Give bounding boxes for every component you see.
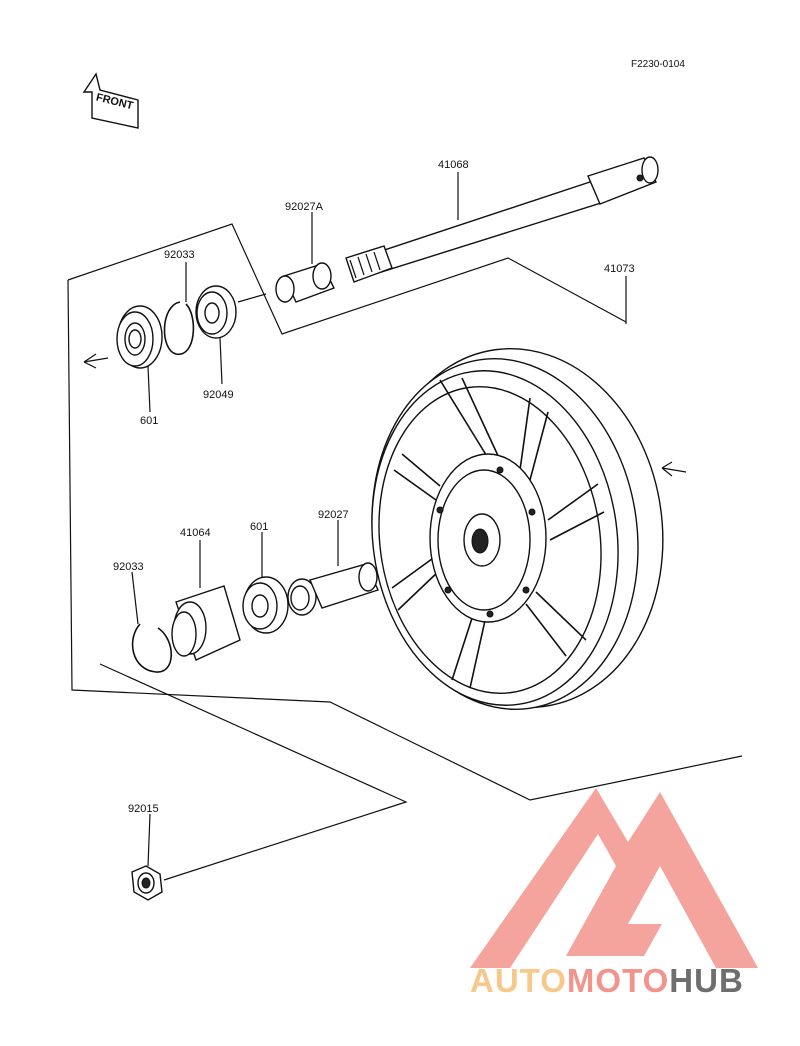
direction-arrow-icon	[661, 461, 687, 477]
watermark-wordmark: AUTOMOTOHUB	[470, 962, 792, 1002]
part-label: 601	[250, 521, 268, 533]
bearing-601-upper	[116, 305, 163, 369]
part-label: 92027A	[285, 201, 324, 213]
part-label: 41068	[438, 159, 469, 171]
snap-ring-92033-upper	[163, 301, 195, 355]
wheel-rim	[371, 347, 664, 710]
gear-housing-41064	[171, 585, 241, 661]
part-label: 92049	[203, 389, 234, 401]
diagram-code: F2230-0104	[631, 59, 685, 70]
axle-nut-92015	[131, 865, 163, 901]
part-label: 41073	[604, 263, 635, 275]
bearing-601-lower	[242, 576, 289, 634]
snap-ring-92033-lower	[131, 623, 172, 673]
wordmark-hub: HUB	[669, 962, 744, 999]
part-label: 92033	[113, 561, 144, 573]
direction-arrow-left-icon	[83, 353, 109, 369]
wordmark-moto: MOTO	[566, 962, 670, 999]
part-label: 92033	[164, 249, 195, 261]
oil-seal-lower	[287, 578, 317, 616]
group-outline-left	[67, 279, 743, 801]
wordmark-auto: AUTO	[470, 962, 567, 999]
oil-seal-92049	[195, 285, 237, 339]
group-outline	[67, 223, 627, 335]
spacer-92027a	[275, 262, 335, 303]
part-label: 601	[140, 415, 158, 427]
axle	[345, 156, 659, 283]
part-label: 92027	[318, 509, 349, 521]
leader-lines	[131, 172, 627, 867]
part-label: 92015	[128, 803, 159, 815]
lower-outline	[99, 663, 408, 881]
front-arrow-icon: FRONT	[82, 72, 139, 129]
spacer-92027	[309, 562, 379, 609]
part-label: 41064	[180, 527, 211, 539]
watermark-logo	[470, 788, 758, 968]
